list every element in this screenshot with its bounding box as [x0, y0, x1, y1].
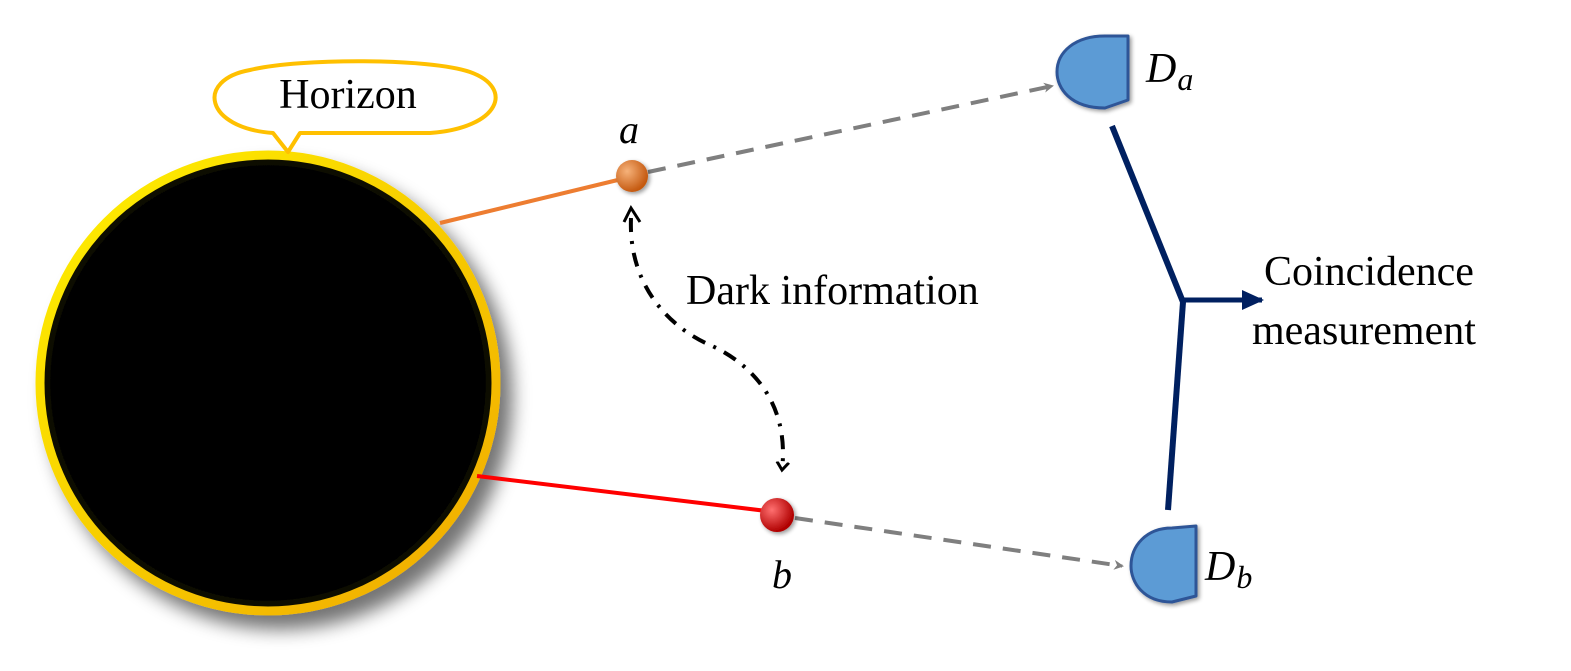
horizon-callout: Horizon — [212, 59, 498, 154]
coincidence-circuit — [1109, 124, 1264, 511]
particle-b — [760, 498, 794, 532]
detector-icon — [1129, 524, 1198, 604]
photon-path-a — [647, 82, 1054, 174]
detector-a-label: Da — [1145, 46, 1193, 97]
detector-b — [1129, 524, 1198, 604]
detector-icon — [1055, 34, 1130, 110]
line-to-particle-b — [476, 474, 776, 514]
detector-a — [1055, 34, 1130, 110]
particle-a — [616, 160, 648, 192]
particle-b-label: b — [772, 552, 792, 597]
wire-from-detector-a — [1109, 124, 1186, 304]
dark-information-arrow-start — [622, 204, 642, 223]
dark-information-label: Dark information — [686, 268, 979, 314]
callout-bubble — [212, 59, 498, 154]
particle-a-label: a — [619, 107, 639, 152]
detector-b-label: Db — [1204, 544, 1252, 595]
dark-information-arrow — [628, 217, 783, 470]
black-hole-icon — [35, 150, 501, 616]
horizon-label: Horizon — [279, 72, 417, 118]
wire-from-detector-b — [1165, 301, 1186, 511]
line-to-particle-a — [439, 176, 627, 225]
coincidence-label-line2: measurement — [1252, 308, 1476, 354]
black-hole — [35, 150, 501, 616]
coincidence-label-line1: Coincidence — [1264, 249, 1474, 295]
photon-path-b — [794, 516, 1124, 570]
